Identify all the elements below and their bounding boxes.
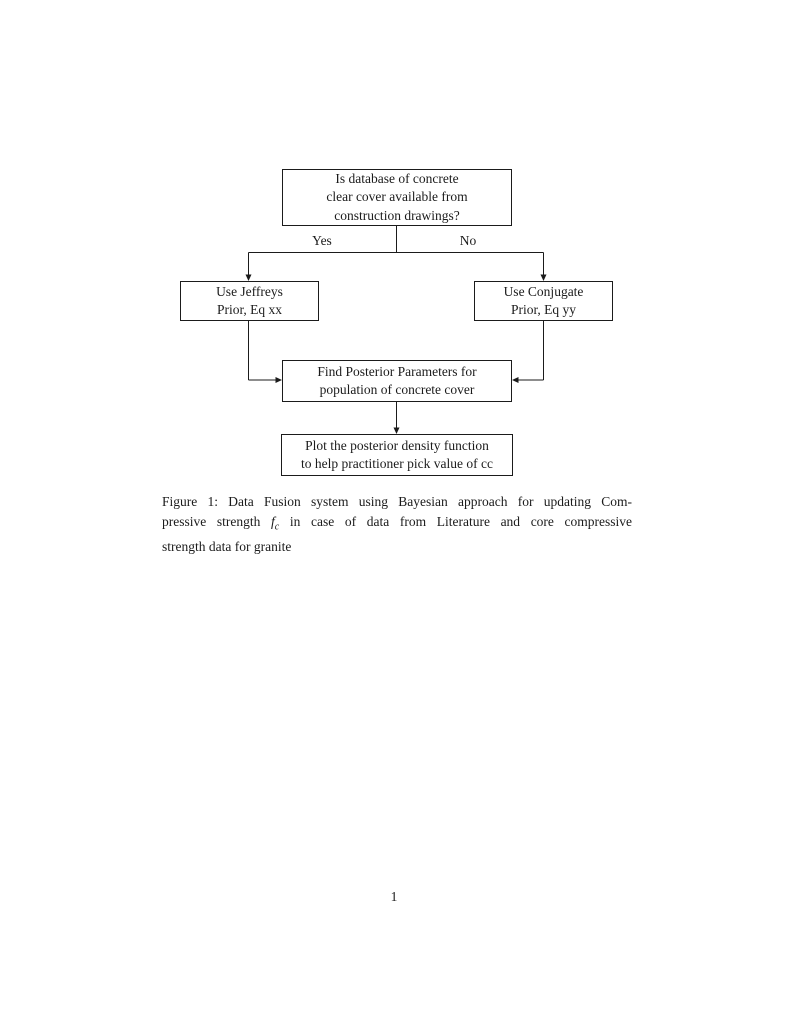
caption-line-1: Figure 1: Data Fusion system using Bayes… [162, 492, 632, 512]
caption-line-3: strength data for granite [162, 537, 632, 557]
caption-line-2: pressive strength fc in case of data fro… [162, 512, 632, 537]
figure-caption: Figure 1: Data Fusion system using Bayes… [162, 492, 632, 556]
math-sub-c: c [274, 521, 280, 533]
caption-text: in case of data from Literature and core… [289, 513, 633, 529]
page-number: 1 [390, 889, 398, 904]
node-text-line: population of concrete cover [319, 382, 475, 397]
math-var-f: f [271, 513, 275, 529]
node-text-line: clear cover available from [326, 189, 468, 205]
node-text-line: to help practitioner pick value of cc [301, 456, 493, 471]
node-text-line: Is database of concrete [335, 170, 459, 186]
arrowhead-conjugate-posterior [512, 377, 519, 383]
node-text-line: Find Posterior Parameters for [317, 363, 477, 379]
flowchart-node-question: Is database of concrete clear cover avai… [282, 169, 512, 226]
edge-label-yes: Yes [312, 233, 332, 248]
math-fc: fc [271, 513, 280, 533]
flowchart-node-jeffreys-prior: Use Jeffreys Prior, Eq xx [180, 281, 319, 321]
flowchart-node-plot-posterior: Plot the posterior density function to h… [281, 434, 513, 476]
caption-text: Figure 1: Data Fusion system using Bayes… [162, 494, 632, 509]
caption-text: pressive strength [162, 513, 261, 529]
flowchart-node-conjugate-prior: Use Conjugate Prior, Eq yy [474, 281, 613, 321]
node-text-line: Prior, Eq yy [510, 302, 577, 317]
node-text-line: Use Conjugate [503, 283, 584, 299]
flowchart-node-posterior-parameters: Find Posterior Parameters for population… [282, 360, 512, 402]
node-text-line: Use Jeffreys [216, 283, 283, 299]
node-text-line: Plot the posterior density function [305, 437, 489, 453]
node-text-line: construction drawings? [334, 207, 460, 223]
node-text-line: Prior, Eq xx [216, 302, 283, 317]
edge-label-no: No [459, 233, 477, 248]
caption-text: strength data for granite [162, 538, 292, 554]
